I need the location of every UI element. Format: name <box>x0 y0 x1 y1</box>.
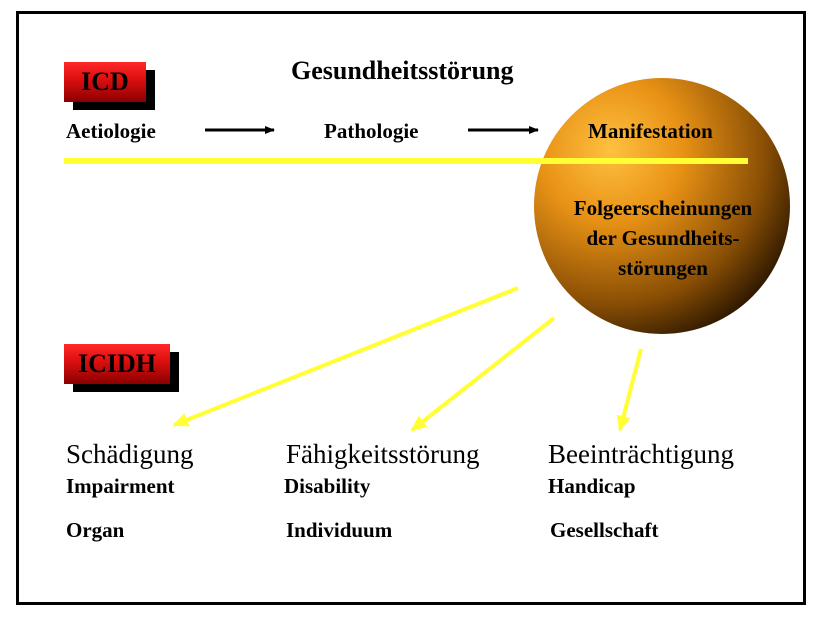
icd-badge: ICD <box>64 62 146 102</box>
arrow-to-beeintraechtigung <box>616 348 643 432</box>
flow-aetiologie: Aetiologie <box>66 119 156 143</box>
arrow-to-schaedigung <box>172 286 519 427</box>
slide-frame <box>16 11 806 605</box>
circle-line-3: störungen <box>618 256 708 280</box>
icidh-badge: ICIDH <box>64 344 170 384</box>
column-beeintraechtigung-title: Beeinträchtigung <box>548 439 734 469</box>
column-schaedigung-title: Schädigung <box>66 439 194 469</box>
manifestation-circle <box>534 78 790 334</box>
column-faehigkeit-title: Fähigkeitsstörung <box>286 439 480 469</box>
circle-line-1: Folgeerscheinungen <box>573 196 753 220</box>
column-schaedigung-subtitle: Impairment <box>66 474 175 498</box>
column-beeintraechtigung-level: Gesellschaft <box>550 518 659 542</box>
circle-line-2: der Gesundheits- <box>586 226 740 250</box>
flow-manifestation: Manifestation <box>588 119 713 143</box>
flow-pathologie: Pathologie <box>324 119 419 143</box>
column-schaedigung-level: Organ <box>66 518 125 542</box>
arrow-to-faehigkeitsstoerung <box>410 316 556 432</box>
column-faehigkeit-level: Individuum <box>286 518 393 542</box>
diagram-title: Gesundheitsstörung <box>291 56 514 85</box>
column-faehigkeit-subtitle: Disability <box>284 474 371 498</box>
column-beeintraechtigung-subtitle: Handicap <box>548 474 636 498</box>
